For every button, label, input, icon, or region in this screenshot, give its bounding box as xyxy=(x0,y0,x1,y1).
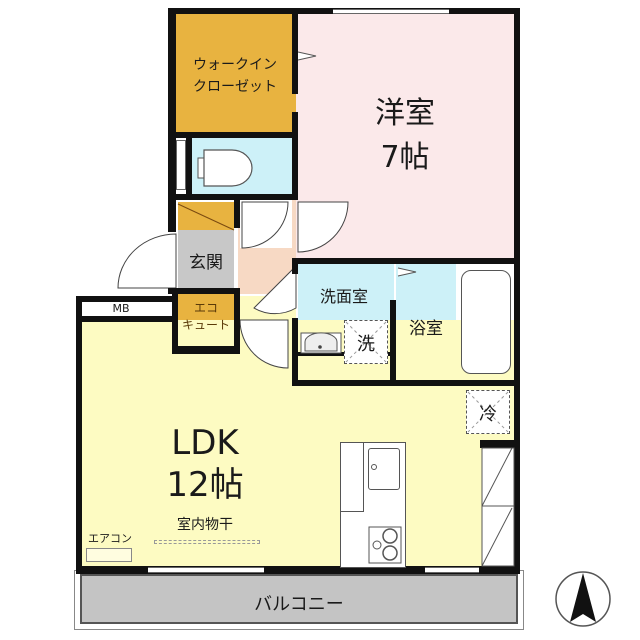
storage-shelf-icon xyxy=(481,447,515,567)
walk-in-closet-label: ウォークイン クローゼット xyxy=(193,57,277,95)
wall xyxy=(174,132,296,138)
washer-label: 洗 xyxy=(357,334,375,355)
air-conditioner-icon xyxy=(86,548,132,562)
wall xyxy=(168,8,176,232)
wall xyxy=(514,8,520,574)
north-compass-icon xyxy=(555,571,611,627)
wall xyxy=(292,318,298,386)
kitchen-panel xyxy=(340,442,364,512)
door-triangle-icon xyxy=(397,267,417,277)
door-triangle-icon xyxy=(297,51,317,61)
ldk-area xyxy=(80,320,516,568)
wall xyxy=(172,346,240,354)
wall xyxy=(292,258,298,274)
indoor-drying-label: 室内物干 xyxy=(177,517,233,533)
wall xyxy=(296,258,518,264)
wash-basin-icon xyxy=(300,332,342,354)
wall xyxy=(76,296,172,302)
walk-in-closet-area xyxy=(174,14,296,132)
wall xyxy=(76,296,82,572)
wall xyxy=(296,380,518,386)
window xyxy=(333,9,449,14)
entrance-label: 玄関 xyxy=(189,253,223,273)
balcony-area xyxy=(80,574,518,624)
air-conditioner-label: エアコン xyxy=(88,532,132,545)
stove-icon xyxy=(368,526,402,564)
balcony-label: バルコニー xyxy=(254,594,344,615)
entrance-area xyxy=(178,230,234,288)
wall xyxy=(76,316,172,322)
wall xyxy=(186,138,192,194)
door-swing-icon xyxy=(239,319,289,369)
toilet-icon xyxy=(197,149,253,187)
western-room-label: 洋室 7帖 xyxy=(375,96,435,175)
bathtub-icon xyxy=(461,270,511,374)
window xyxy=(148,567,264,573)
indoor-drying-rail xyxy=(154,540,260,544)
wall xyxy=(76,566,520,574)
entrance-door-swing-icon xyxy=(117,233,177,289)
storage-shelf-icon xyxy=(177,203,235,231)
window xyxy=(176,140,186,190)
door-swing-icon xyxy=(253,264,297,315)
sink-icon xyxy=(368,448,400,490)
wall xyxy=(172,290,178,354)
wall xyxy=(292,112,298,200)
wall xyxy=(234,290,240,354)
wall xyxy=(234,196,240,228)
eco-cute-label: エコ キュート xyxy=(181,301,230,332)
wall xyxy=(480,440,518,448)
wall xyxy=(292,14,298,94)
meter-box-label: MB xyxy=(112,302,130,315)
wall xyxy=(390,300,396,382)
washroom-label: 洗面室 xyxy=(319,287,368,306)
ldk-label: LDK 12帖 xyxy=(166,423,244,505)
refrigerator-label: 冷 xyxy=(479,404,497,425)
window xyxy=(425,567,479,573)
wall xyxy=(168,288,240,294)
door-swing-icon xyxy=(240,200,292,249)
door-swing-icon xyxy=(297,201,349,253)
bathroom-label: 浴室 xyxy=(409,319,443,339)
faucet-icon xyxy=(371,464,377,470)
